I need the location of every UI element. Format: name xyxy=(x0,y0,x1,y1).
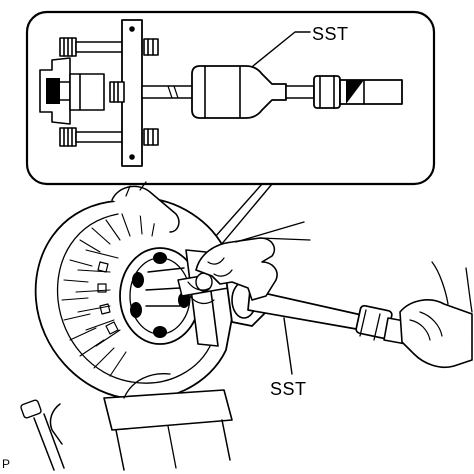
dust-shield-ribs xyxy=(61,211,157,377)
sst-top-leader xyxy=(252,31,311,67)
right-hand xyxy=(399,261,473,369)
hub-flange-detail xyxy=(39,57,105,125)
slide-hammer xyxy=(191,65,403,119)
bench-vise xyxy=(20,373,233,471)
puller-plate xyxy=(121,19,143,167)
sst-label-bottom: SST xyxy=(270,379,307,399)
left-hand xyxy=(187,221,311,305)
tone-ring xyxy=(97,261,119,335)
sst-bottom-leader xyxy=(283,317,293,375)
detail-callout xyxy=(25,10,436,259)
axle-hub xyxy=(119,247,201,345)
sst-label-top: SST xyxy=(312,24,349,44)
figure-code: P xyxy=(2,457,11,471)
